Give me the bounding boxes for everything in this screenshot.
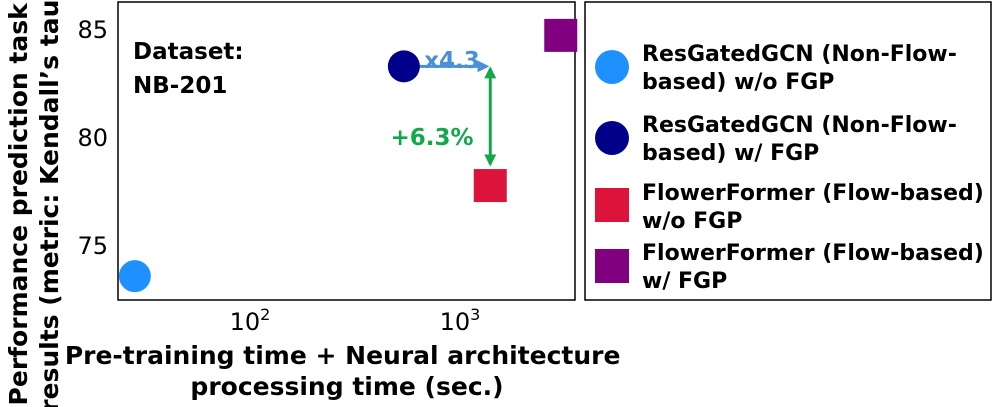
dataset-label: Dataset: NB-201 [133,39,252,99]
legend-marker-flowerformer-wo-fgp [595,188,629,222]
speedup-label: x4.3 [424,48,480,74]
legend-label-2-line-2: based) w/ FGP [642,141,819,166]
y-tick-label-2: 85 [77,16,108,44]
x-axis-title: Pre-training time + Neural architecture … [65,341,629,401]
y-tick-label-0: 75 [77,232,108,260]
legend-label-1-line-2: based) w/o FGP [642,70,834,95]
y-tick-label-1: 80 [77,124,108,152]
x-tick-label-1: 103 [440,305,481,336]
point-flowerformer-w-fgp [544,18,578,52]
plot-frame [117,1,576,301]
legend-marker-resgatedgcn-w-fgp [595,121,629,155]
point-flowerformer-wo-fgp [473,169,507,203]
legend-label-4-line-1: FlowerFormer (Flow-based) [642,241,984,266]
x-axis-title-line-1: Pre-training time + Neural architecture [65,341,621,370]
legend-label-resgatedgcn-w-fgp: ResGatedGCN (Non-Flow- based) w/ FGP [642,113,965,166]
y-axis-title: Performance prediction task results (met… [4,0,64,407]
legend-marker-resgatedgcn-wo-fgp [595,50,629,84]
legend-label-resgatedgcn-wo-fgp: ResGatedGCN (Non-Flow- based) w/o FGP [642,42,965,95]
legend-label-flowerformer-w-fgp: FlowerFormer (Flow-based) w/ FGP [642,241,992,294]
legend-label-3-line-1: FlowerFormer (Flow-based) [642,181,984,206]
x-axis-title-line-2: processing time (sec.) [190,372,503,401]
legend-label-4-line-2: w/ FGP [642,269,727,294]
legend-label-2-line-1: ResGatedGCN (Non-Flow- [642,113,957,138]
y-axis-title-line-1: Performance prediction task [4,2,33,406]
x-tick-label-0: 102 [230,305,271,336]
legend-label-1-line-1: ResGatedGCN (Non-Flow- [642,42,957,67]
y-axis-title-line-2: results (metric: Kendall’s tau) [35,0,64,407]
legend-marker-flowerformer-w-fgp [595,249,629,283]
legend-label-3-line-2: w/o FGP [642,209,742,234]
dataset-label-line-1: Dataset: [133,39,244,65]
point-resgatedgcn-w-fgp [387,50,420,83]
improvement-label: +6.3% [390,125,473,151]
dataset-label-line-2: NB-201 [133,73,227,99]
legend-label-flowerformer-wo-fgp: FlowerFormer (Flow-based) w/o FGP [642,181,992,234]
legend-box [584,1,992,301]
point-resgatedgcn-wo-fgp [118,260,151,293]
